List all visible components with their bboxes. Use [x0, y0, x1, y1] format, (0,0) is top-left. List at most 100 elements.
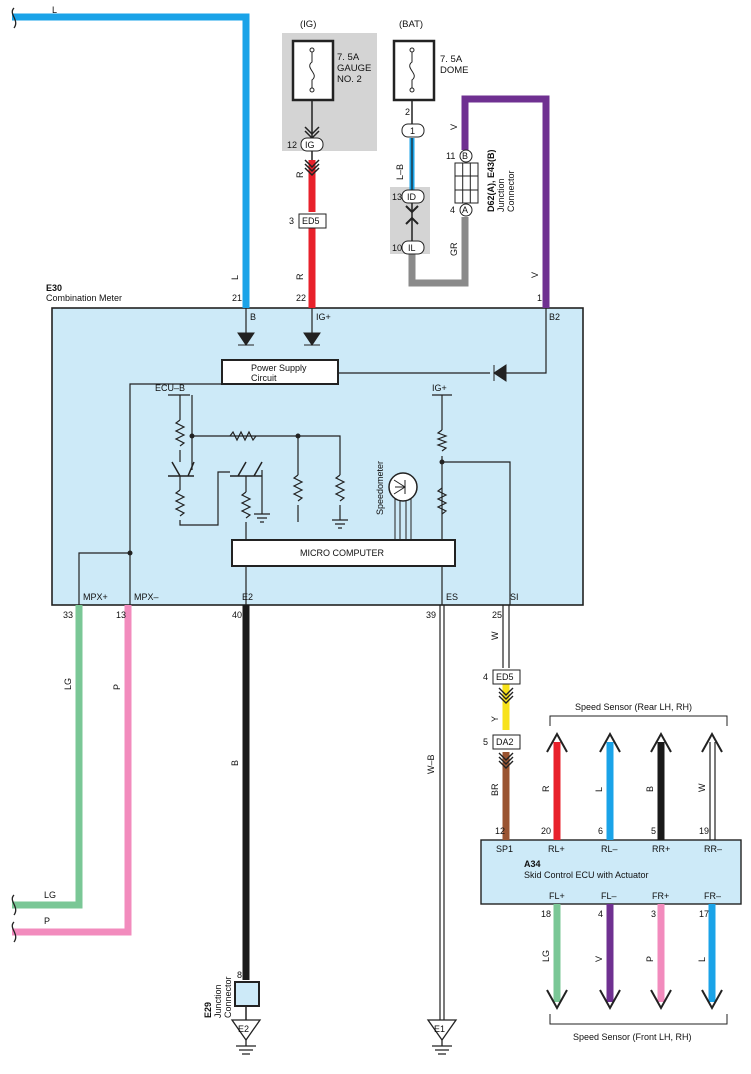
id-chevron — [405, 205, 419, 225]
conn-ed5-top — [298, 213, 327, 229]
wire-label-lg: LG — [63, 678, 73, 690]
resistors — [174, 419, 448, 519]
fuse-bat-element — [409, 50, 415, 92]
conn-e29 — [234, 981, 260, 1007]
conn-bat-pinno: 2 — [405, 107, 410, 117]
wire-wb — [439, 605, 445, 1020]
e29-code: E29 — [203, 1002, 213, 1018]
wire-label-r1: R — [295, 171, 305, 178]
wire-lg — [12, 605, 83, 909]
wire-label-front-p: P — [645, 956, 655, 962]
ground-e1-label: E1 — [434, 1024, 445, 1034]
ecu-flp-no: 18 — [541, 909, 551, 919]
meter-es: ES — [446, 592, 458, 602]
wire-label-rear-b: B — [645, 786, 655, 792]
jc-body — [454, 162, 479, 204]
ecu-flm: FL– — [601, 891, 617, 901]
ed5-chevron — [304, 159, 320, 177]
psu-line1: Power Supply — [251, 363, 307, 373]
wire-label-front-v: V — [594, 956, 604, 962]
conn-ed5-mid-label: ED5 — [496, 672, 514, 682]
meter-mpxp: MPX+ — [83, 592, 108, 602]
ground-e1 — [426, 1019, 458, 1055]
ed5-mid-chevron — [498, 687, 514, 704]
wire-label-p-out: P — [44, 916, 50, 926]
wire-label-r2: R — [295, 273, 305, 280]
wire-label-wb: W–B — [426, 754, 436, 774]
meter-igplus: IG+ — [432, 383, 447, 393]
meter-e2-no: 40 — [232, 610, 242, 620]
sensor-rear-label: Speed Sensor (Rear LH, RH) — [575, 702, 692, 712]
psu-line2: Circuit — [251, 373, 277, 383]
conn-il-pinno: 10 — [392, 243, 402, 253]
meter-si: SI — [510, 592, 519, 602]
wire-label-v2: V — [530, 272, 540, 278]
jc-name2: Connector — [506, 170, 516, 212]
junction-dots — [127, 433, 445, 556]
ecu-rrp: RR+ — [652, 844, 670, 854]
conn-bat — [401, 123, 425, 138]
ecu-code: A34 — [524, 859, 541, 869]
ecu-frp-no: 3 — [651, 909, 656, 919]
wire-label-l-left: L — [230, 275, 240, 280]
conn-ig — [300, 137, 324, 152]
meter-mpxm: MPX– — [134, 592, 159, 602]
wire-w — [502, 605, 510, 668]
wire-label-v1: V — [449, 124, 459, 130]
ecu-rrp-no: 5 — [651, 826, 656, 836]
meter-es-no: 39 — [426, 610, 436, 620]
ecu-frp: FR+ — [652, 891, 669, 901]
wire-p — [12, 605, 132, 936]
jc-a-label: A — [462, 205, 468, 215]
ecu-rrm: RR– — [704, 844, 722, 854]
conn-da2-label: DA2 — [496, 737, 514, 747]
fuse-bat-supply: (BAT) — [399, 19, 423, 30]
e29-name1: Junction — [213, 984, 223, 1018]
ecu-rrm-no: 19 — [699, 826, 709, 836]
jc-b-pinno: 11 — [446, 151, 455, 161]
micro-computer-label: MICRO COMPUTER — [300, 548, 384, 558]
ground-e2-label: E2 — [238, 1024, 249, 1034]
conn-ed5-mid-pinno: 4 — [483, 672, 488, 682]
ecu-flp: FL+ — [549, 891, 565, 901]
conn-bat-label: 1 — [410, 126, 415, 136]
fuse-ig-element — [309, 50, 315, 92]
wire-label-front-l: L — [697, 957, 707, 962]
speedometer-label: Speedometer — [375, 461, 385, 515]
conn-ed5-mid — [492, 669, 521, 685]
conn-da2-pinno: 5 — [483, 737, 488, 747]
fuse-ig-name1: GAUGE — [337, 63, 371, 74]
ecu-frm-no: 17 — [699, 909, 709, 919]
wire-v-purple — [461, 95, 550, 308]
wire-label-rear-r: R — [541, 785, 551, 792]
diode-b — [237, 332, 255, 346]
fuse-bat-name: DOME — [440, 65, 469, 76]
wire-label-lg-out: LG — [44, 890, 56, 900]
meter-pin-b2: B2 — [549, 312, 560, 322]
ecu-name: Skid Control ECU with Actuator — [524, 870, 649, 880]
ecu-frm: FR– — [704, 891, 721, 901]
ecu-rlm-no: 6 — [598, 826, 603, 836]
meter-pin-ig-no: 22 — [296, 293, 306, 303]
ecu-rlm: RL– — [601, 844, 618, 854]
conn-da2 — [492, 734, 521, 750]
wire-label-gr: GR — [449, 242, 459, 256]
wire-label-p: P — [112, 684, 122, 690]
transistors — [168, 461, 263, 477]
wire-break-symbols — [11, 7, 17, 943]
meter-pin-ig: IG+ — [316, 312, 331, 322]
meter-mpxp-no: 33 — [63, 610, 73, 620]
jc-a-pin — [459, 203, 473, 217]
conn-ig-label: IG — [305, 140, 315, 150]
rear-sensor-arrows — [546, 731, 723, 753]
meter-ecub: ECU–B — [155, 383, 185, 393]
wire-l-blue — [12, 13, 250, 308]
wire-label-b: B — [230, 760, 240, 766]
ecu-flm-no: 4 — [598, 909, 603, 919]
ground-e2 — [230, 1019, 262, 1055]
diode-ig — [303, 332, 321, 346]
meter-mpxm-no: 13 — [116, 610, 126, 620]
fuse-ig-rating: 7. 5A — [337, 52, 360, 63]
wire-label-rear-l: L — [594, 787, 604, 792]
